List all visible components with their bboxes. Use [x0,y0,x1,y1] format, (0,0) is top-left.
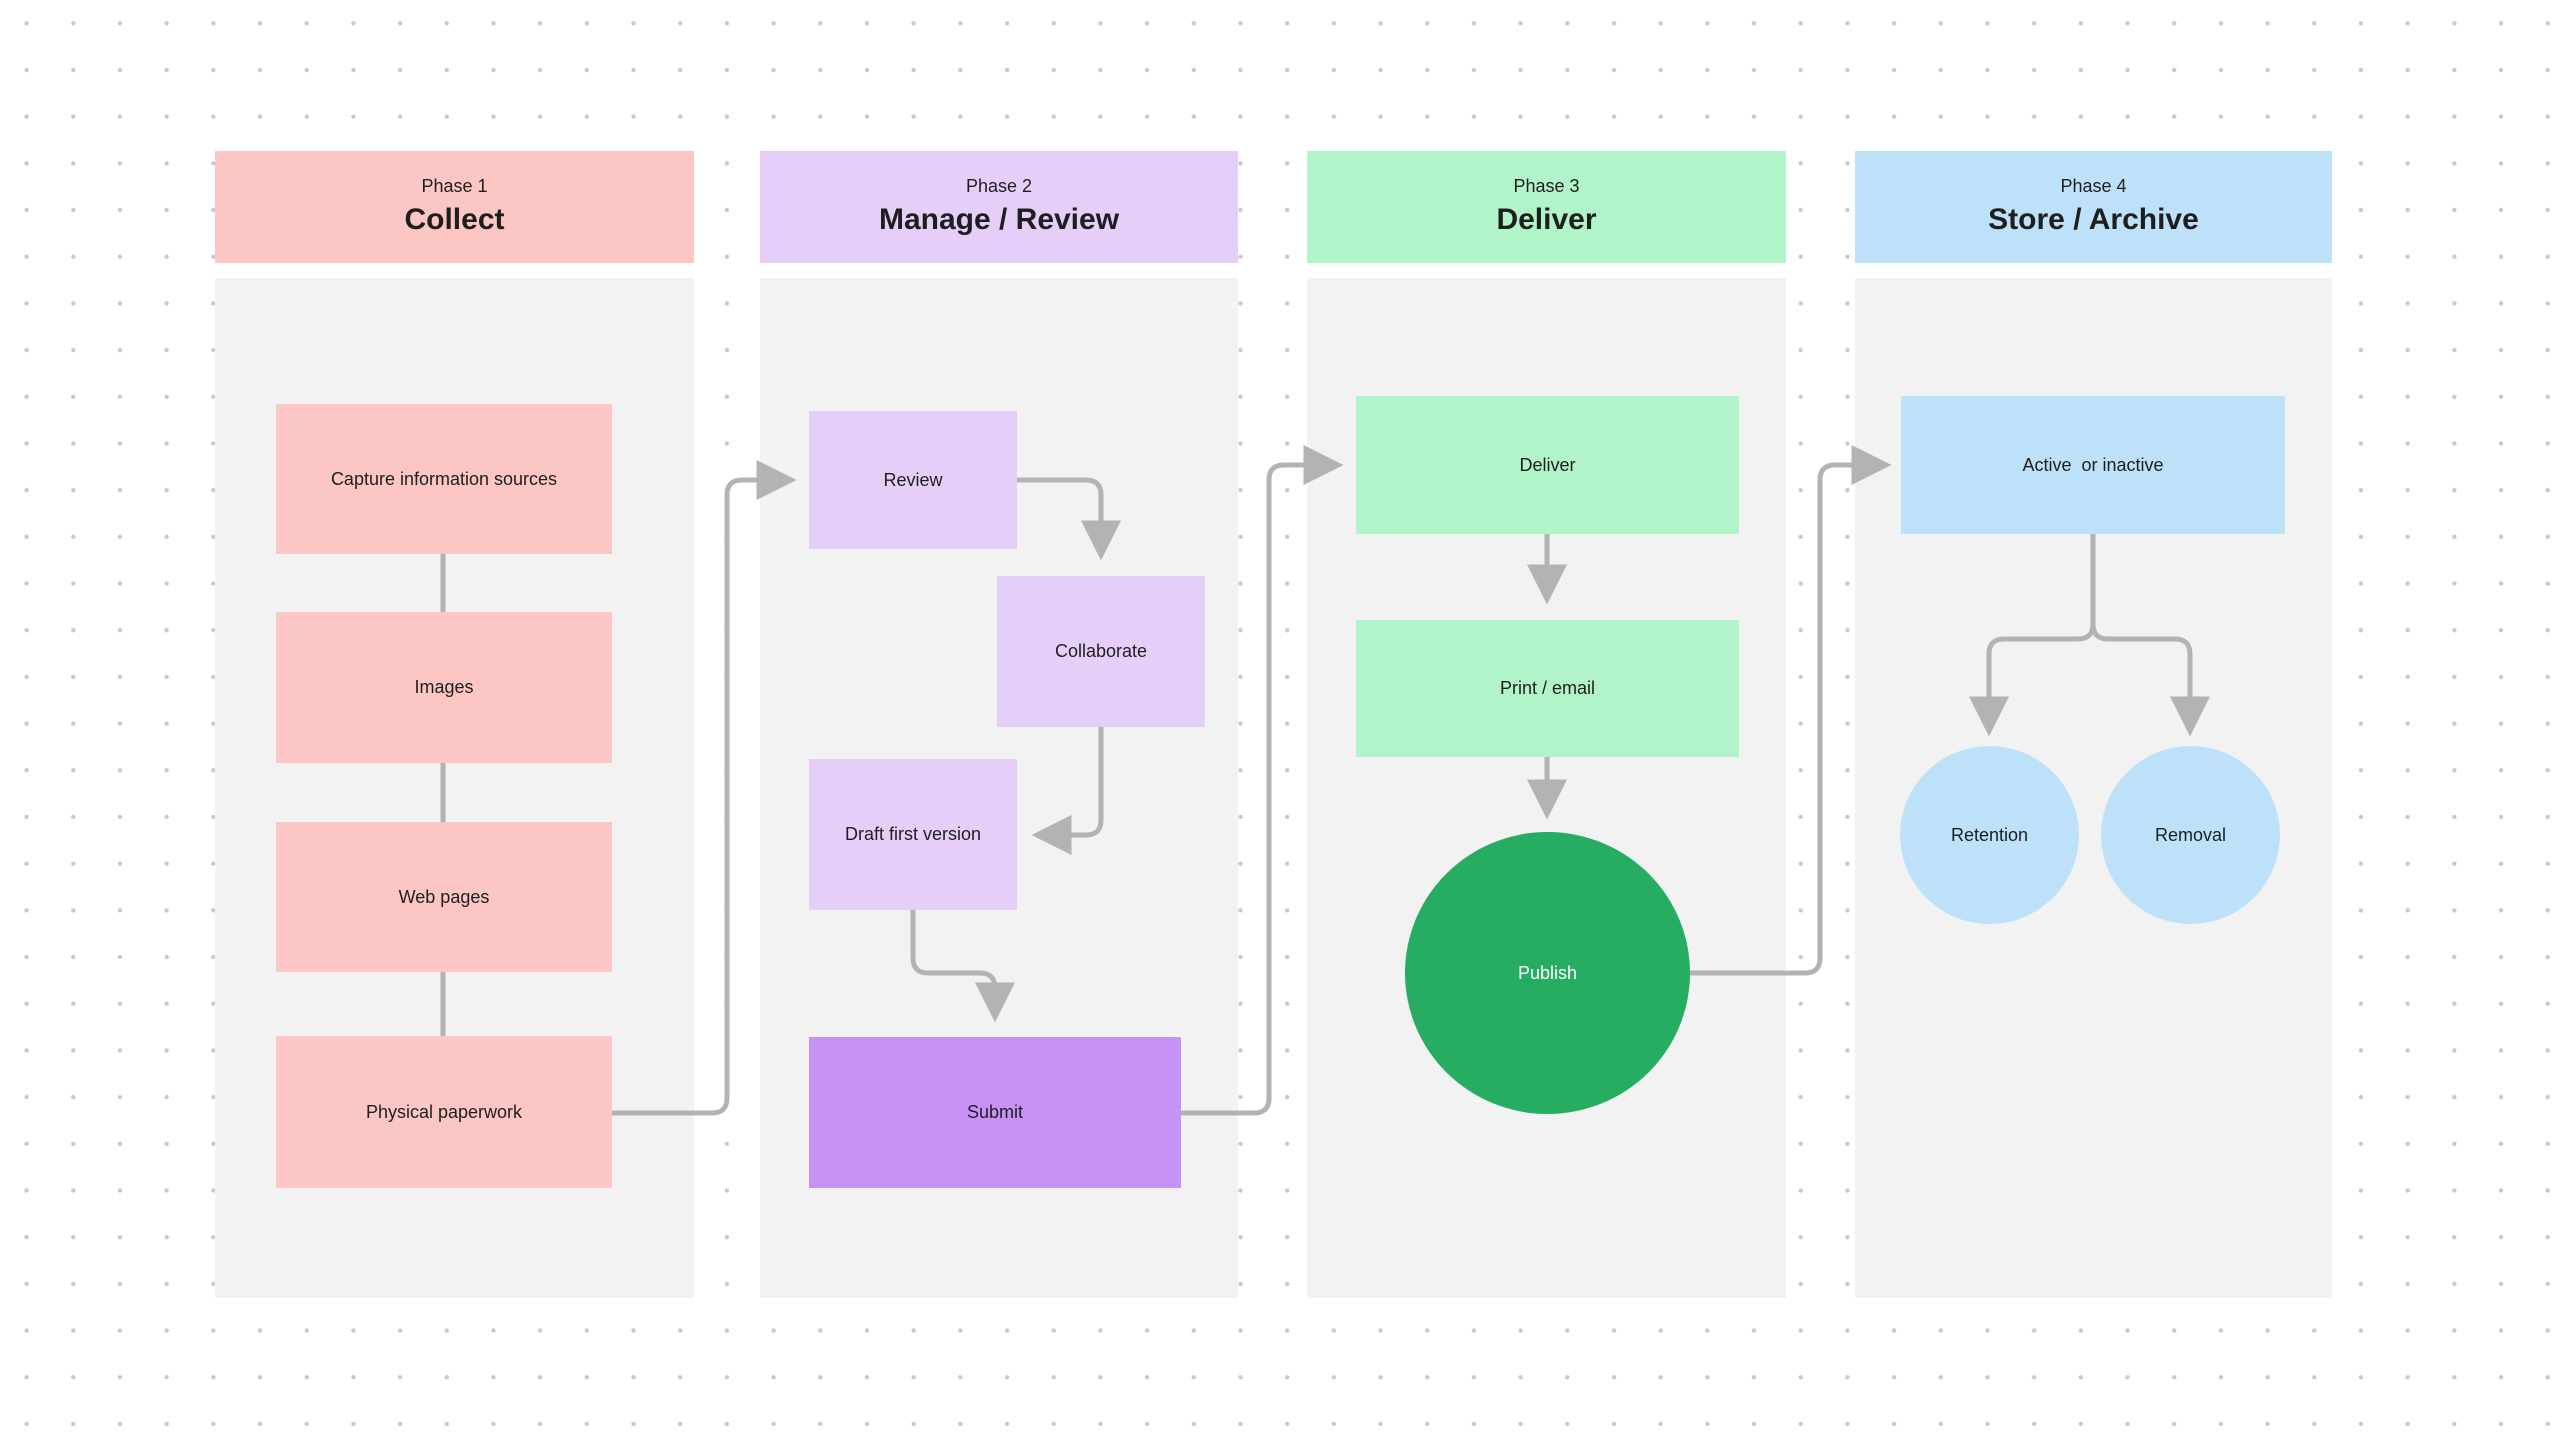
phase-1-title: Collect [404,203,505,236]
submit-label: Submit [966,1102,1024,1122]
print-email-node[interactable]: Print / email [1356,620,1739,757]
phase-4-label: Phase 4 [2060,176,2127,196]
images-label: Images [414,677,474,697]
review-node[interactable]: Review [809,411,1017,549]
phase-2-header[interactable]: Phase 2 Manage / Review [760,151,1238,263]
draft-first-version-node[interactable]: Draft first version [809,759,1017,910]
deliver-label: Deliver [1519,454,1576,475]
web-pages-node[interactable]: Web pages [276,822,612,972]
capture-sources-label: Capture information sources [330,468,558,489]
capture-sources-node[interactable]: Capture information sources [276,404,612,554]
review-label: Review [883,469,943,490]
publish-label: Publish [1517,962,1578,983]
phase-3-title: Deliver [1496,203,1597,236]
phase-1-header[interactable]: Phase 1 Collect [215,151,694,263]
phase-4-title: Store / Archive [1988,203,2199,236]
retention-node[interactable]: Retention [1900,746,2079,924]
collaborate-node[interactable]: Collaborate [997,576,1205,727]
publish-node[interactable]: Publish [1405,832,1690,1114]
collaborate-label: Collaborate [1054,641,1148,661]
physical-paperwork-node[interactable]: Physical paperwork [276,1036,612,1188]
submit-node[interactable]: Submit [809,1037,1181,1188]
deliver-node[interactable]: Deliver [1356,396,1739,534]
phase-3-label: Phase 3 [1513,176,1580,196]
active-inactive-node[interactable]: Active or inactive [1901,396,2285,534]
print-email-label: Print / email [1499,678,1596,698]
phase-2-label: Phase 2 [965,176,1033,196]
phase-3-header[interactable]: Phase 3 Deliver [1307,151,1786,263]
removal-label: Removal [2154,824,2227,845]
removal-node[interactable]: Removal [2101,746,2280,924]
active-inactive-label: Active or inactive [2022,454,2164,475]
retention-label: Retention [1950,824,2029,845]
draft-first-version-label: Draft first version [844,824,982,844]
phase-4-header[interactable]: Phase 4 Store / Archive [1855,151,2332,263]
phase-1-label: Phase 1 [421,176,488,196]
images-node[interactable]: Images [276,612,612,763]
physical-paperwork-label: Physical paperwork [365,1101,523,1122]
phase-2-title: Manage / Review [878,203,1120,236]
web-pages-label: Web pages [398,886,490,907]
